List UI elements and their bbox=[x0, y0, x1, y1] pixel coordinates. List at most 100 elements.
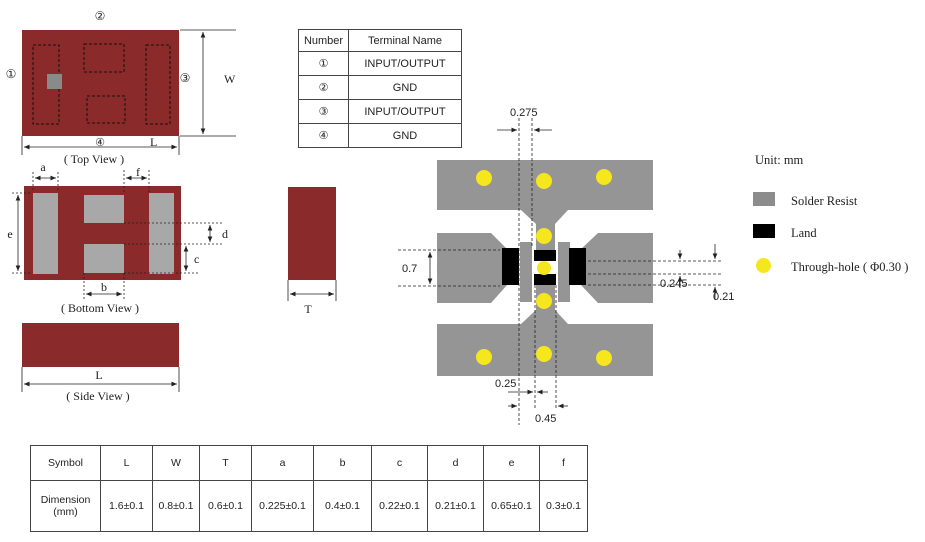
dim-f-label: f bbox=[136, 165, 140, 179]
side-dim-l-label: L bbox=[95, 368, 102, 382]
through-hole bbox=[536, 228, 552, 244]
board-center-right bbox=[558, 242, 570, 302]
top-view: ② ① ③ ④ W L ( Top View ) bbox=[6, 9, 236, 166]
through-hole bbox=[536, 173, 552, 189]
dim-0275-label: 0.275 bbox=[510, 107, 538, 119]
legend-swatch-land bbox=[753, 224, 775, 238]
dim-021-label: 0.21 bbox=[713, 291, 734, 303]
through-hole bbox=[596, 350, 612, 366]
pin1-label: ① bbox=[6, 67, 17, 81]
land-center-bottom bbox=[534, 274, 556, 285]
top-pad-bottom bbox=[86, 95, 126, 124]
dimension-header-line2: (mm) bbox=[53, 506, 78, 518]
table-row: ④ GND bbox=[298, 123, 462, 148]
dim-045-label: 0.45 bbox=[535, 413, 556, 425]
land-pattern: 0.275 0.7 0.245 0.21 0.25 0.45 bbox=[398, 107, 734, 425]
dim-a-label: a bbox=[40, 160, 46, 174]
dimension-header-line1: Dimension bbox=[40, 494, 91, 506]
symbol-cell: d bbox=[427, 445, 484, 481]
top-pad-top bbox=[83, 43, 125, 73]
top-pad-right bbox=[145, 44, 171, 125]
header-number: Number bbox=[298, 29, 349, 52]
legend-swatch-solder-resist bbox=[753, 192, 775, 206]
value-cell: 1.6±0.1 bbox=[100, 480, 153, 532]
bottom-pad-top bbox=[84, 195, 124, 223]
value-cell: 0.8±0.1 bbox=[152, 480, 200, 532]
pin1-marker bbox=[47, 74, 62, 89]
bottom-pad-left bbox=[33, 193, 58, 274]
symbol-cell: L bbox=[100, 445, 153, 481]
pin2-label: ② bbox=[95, 9, 106, 23]
symbol-cell: e bbox=[483, 445, 540, 481]
top-view-body bbox=[22, 30, 179, 136]
symbol-cell: a bbox=[251, 445, 314, 481]
unit-label: Unit: mm bbox=[755, 153, 804, 167]
end-view: T bbox=[287, 187, 337, 316]
through-hole bbox=[476, 349, 492, 365]
bottom-view-caption: ( Bottom View ) bbox=[61, 301, 139, 315]
dim-c-label: c bbox=[194, 252, 199, 266]
through-hole bbox=[536, 346, 552, 362]
value-cell: 0.4±0.1 bbox=[313, 480, 372, 532]
legend-label-land: Land bbox=[791, 226, 817, 240]
pin4-label: ④ bbox=[95, 137, 105, 149]
symbol-cell: W bbox=[152, 445, 200, 481]
terminal-number: ③ bbox=[298, 99, 349, 124]
terminal-number: ① bbox=[298, 51, 349, 76]
symbol-cell: f bbox=[539, 445, 588, 481]
dim-025-label: 0.25 bbox=[495, 378, 516, 390]
terminal-table: Number Terminal Name ① INPUT/OUTPUT ② GN… bbox=[298, 29, 462, 148]
dimension-table: Symbol L W T a b c d e f Dimension (mm) … bbox=[30, 445, 588, 532]
legend-label-through-hole: Through-hole ( Φ0.30 ) bbox=[791, 260, 909, 274]
land-center-top bbox=[534, 250, 556, 261]
terminal-number: ② bbox=[298, 75, 349, 100]
dim-d-label: d bbox=[222, 227, 228, 241]
side-view: L ( Side View ) bbox=[21, 323, 180, 403]
table-row: ③ INPUT/OUTPUT bbox=[298, 99, 462, 124]
symbol-header: Symbol bbox=[30, 445, 101, 481]
dim-w-label: W bbox=[224, 72, 236, 86]
bottom-view: a f e d c b ( Bottom View ) bbox=[7, 160, 228, 315]
symbol-cell: b bbox=[313, 445, 372, 481]
pin3-label: ③ bbox=[180, 71, 191, 85]
top-view-caption: ( Top View ) bbox=[64, 152, 124, 166]
value-cell: 0.225±0.1 bbox=[251, 480, 314, 532]
value-cell: 0.21±0.1 bbox=[427, 480, 484, 532]
terminal-number: ④ bbox=[298, 123, 349, 148]
dim-0245-label: 0.245 bbox=[660, 278, 688, 290]
end-view-body bbox=[288, 187, 336, 280]
symbol-cell: T bbox=[199, 445, 252, 481]
side-view-body bbox=[22, 323, 179, 367]
through-hole bbox=[476, 170, 492, 186]
through-hole bbox=[596, 169, 612, 185]
legend-swatch-through-hole bbox=[756, 258, 771, 273]
land-left bbox=[502, 248, 519, 285]
value-cell: 0.22±0.1 bbox=[371, 480, 428, 532]
side-view-caption: ( Side View ) bbox=[66, 389, 129, 403]
dim-07-label: 0.7 bbox=[402, 263, 417, 275]
value-cell: 0.6±0.1 bbox=[199, 480, 252, 532]
board-center-left bbox=[520, 242, 532, 302]
terminal-name: INPUT/OUTPUT bbox=[348, 51, 462, 76]
value-cell: 0.3±0.1 bbox=[539, 480, 588, 532]
value-cell: 0.65±0.1 bbox=[483, 480, 540, 532]
land-right bbox=[569, 248, 586, 285]
terminal-name: INPUT/OUTPUT bbox=[348, 99, 462, 124]
bottom-pad-right bbox=[149, 193, 174, 274]
board-right-region bbox=[580, 233, 653, 303]
dim-l-label: L bbox=[150, 135, 157, 149]
through-hole bbox=[536, 293, 552, 309]
dim-b-label: b bbox=[101, 280, 107, 294]
legend-label-solder-resist: Solder Resist bbox=[791, 194, 858, 208]
table-row: ① INPUT/OUTPUT bbox=[298, 51, 462, 76]
bottom-pad-bottom bbox=[84, 244, 124, 273]
table-row: ② GND bbox=[298, 75, 462, 100]
symbol-cell: c bbox=[371, 445, 428, 481]
dimension-header: Dimension (mm) bbox=[30, 480, 101, 532]
board-left-region bbox=[437, 233, 508, 303]
dim-t-label: T bbox=[304, 302, 312, 316]
terminal-name: GND bbox=[348, 75, 462, 100]
header-terminal-name: Terminal Name bbox=[348, 29, 462, 52]
